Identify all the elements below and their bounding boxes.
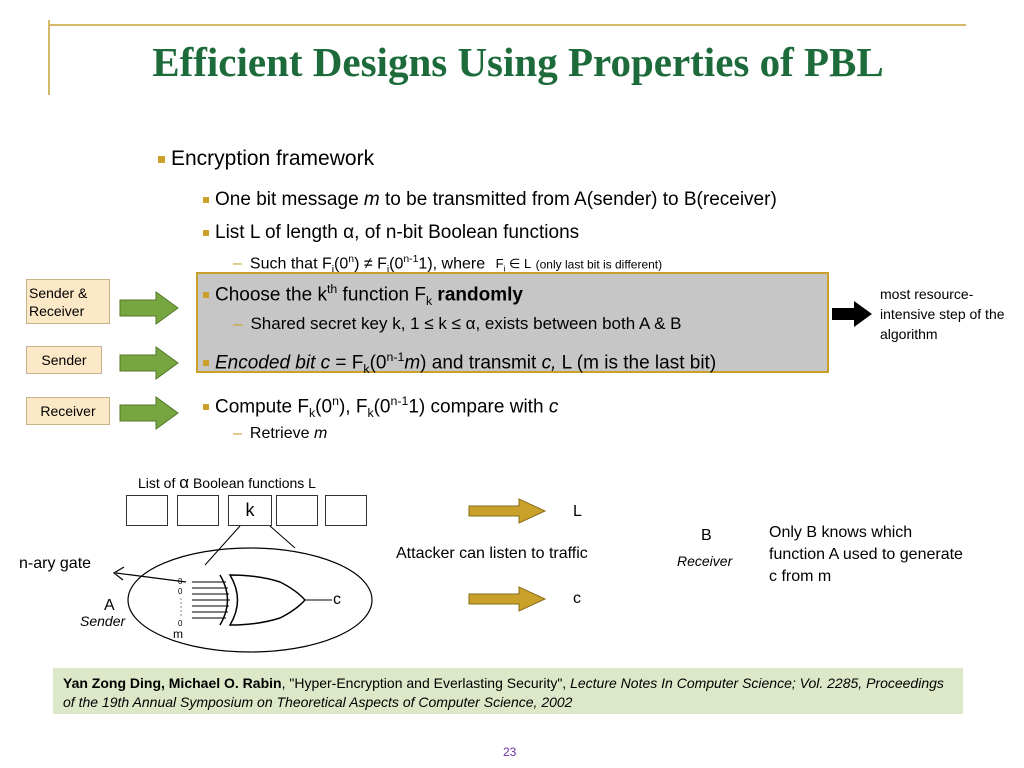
label-sender: Sender xyxy=(26,346,102,374)
sender-italic-label: Sender xyxy=(80,613,126,629)
sender-a-label: A xyxy=(104,597,115,614)
sender-gate-diagram xyxy=(127,525,373,653)
bullet-square-icon xyxy=(158,155,165,163)
function-cell xyxy=(177,495,219,526)
function-cell xyxy=(325,495,367,526)
bullet-square-icon xyxy=(203,360,209,367)
attacker-label: Attacker can listen to traffic xyxy=(396,545,588,562)
slide-title: Efficient Designs Using Properties of PB… xyxy=(152,39,884,85)
gate-output-c: c xyxy=(333,591,341,608)
highlight-box xyxy=(196,272,829,373)
bullet-square-icon xyxy=(203,404,209,411)
page-number: 23 xyxy=(503,745,517,759)
gate-input-0: 0 xyxy=(178,587,183,596)
receiver-b-label: B xyxy=(701,527,712,544)
nary-gate-pointer-arrow xyxy=(112,566,187,583)
frame-horizontal-line xyxy=(48,24,966,26)
bullet-choose-kth: Choose the kth function Fk randomly xyxy=(203,282,523,308)
bullet-encoded-bit: Encoded bit c = Fk(0n-1m) and transmit c… xyxy=(203,350,716,376)
arrow-transmit-l-icon xyxy=(468,498,547,524)
side-note: most resource-intensive step of the algo… xyxy=(880,286,1005,342)
bullet-square-icon xyxy=(203,292,209,299)
bullet-compute: Compute Fk(0n), Fk(0n-11) compare with c xyxy=(203,394,558,420)
arrow-right-black-icon xyxy=(832,301,872,327)
bullet-encryption-framework: Encryption framework xyxy=(158,147,374,171)
transmit-c-label: c xyxy=(573,590,581,607)
receiver-italic-label: Receiver xyxy=(677,553,733,569)
function-cell xyxy=(126,495,168,526)
function-cell-k: k xyxy=(228,495,272,526)
function-cell xyxy=(276,495,318,526)
sub-bullet-such-that: –Such that Fi(0n) ≠ Fi(0n-11), where Fi … xyxy=(233,254,663,276)
bullet-one-bit-message: One bit message m to be transmitted from… xyxy=(203,189,777,211)
bullet-square-icon xyxy=(203,196,209,203)
gate-input-m: m xyxy=(173,627,183,641)
arrow-transmit-c-icon xyxy=(468,586,547,612)
only-b-knows-note: Only B knows which function A used to ge… xyxy=(769,524,963,585)
label-receiver: Receiver xyxy=(26,397,110,425)
bullet-square-icon xyxy=(203,229,209,236)
arrow-right-icon xyxy=(119,396,179,430)
label-sender-receiver: Sender & Receiver xyxy=(26,279,110,324)
gate-input-0: 0 xyxy=(178,619,183,628)
citation-box: Yan Zong Ding, Michael O. Rabin, "Hyper-… xyxy=(53,668,963,714)
transmit-l-label: L xyxy=(573,503,582,520)
arrow-right-icon xyxy=(119,291,179,325)
arrow-right-icon xyxy=(119,346,179,380)
list-of-functions-label: List of α Boolean functions L xyxy=(138,473,316,492)
bullet-list-l: List L of length α, of n-bit Boolean fun… xyxy=(203,222,579,244)
sub-bullet-retrieve: –Retrieve m xyxy=(233,425,328,442)
nary-gate-label: n-ary gate xyxy=(19,555,92,572)
frame-vertical-line xyxy=(48,20,50,95)
sub-bullet-shared-secret: –Shared secret key k, 1 ≤ k ≤ α, exists … xyxy=(233,314,682,333)
